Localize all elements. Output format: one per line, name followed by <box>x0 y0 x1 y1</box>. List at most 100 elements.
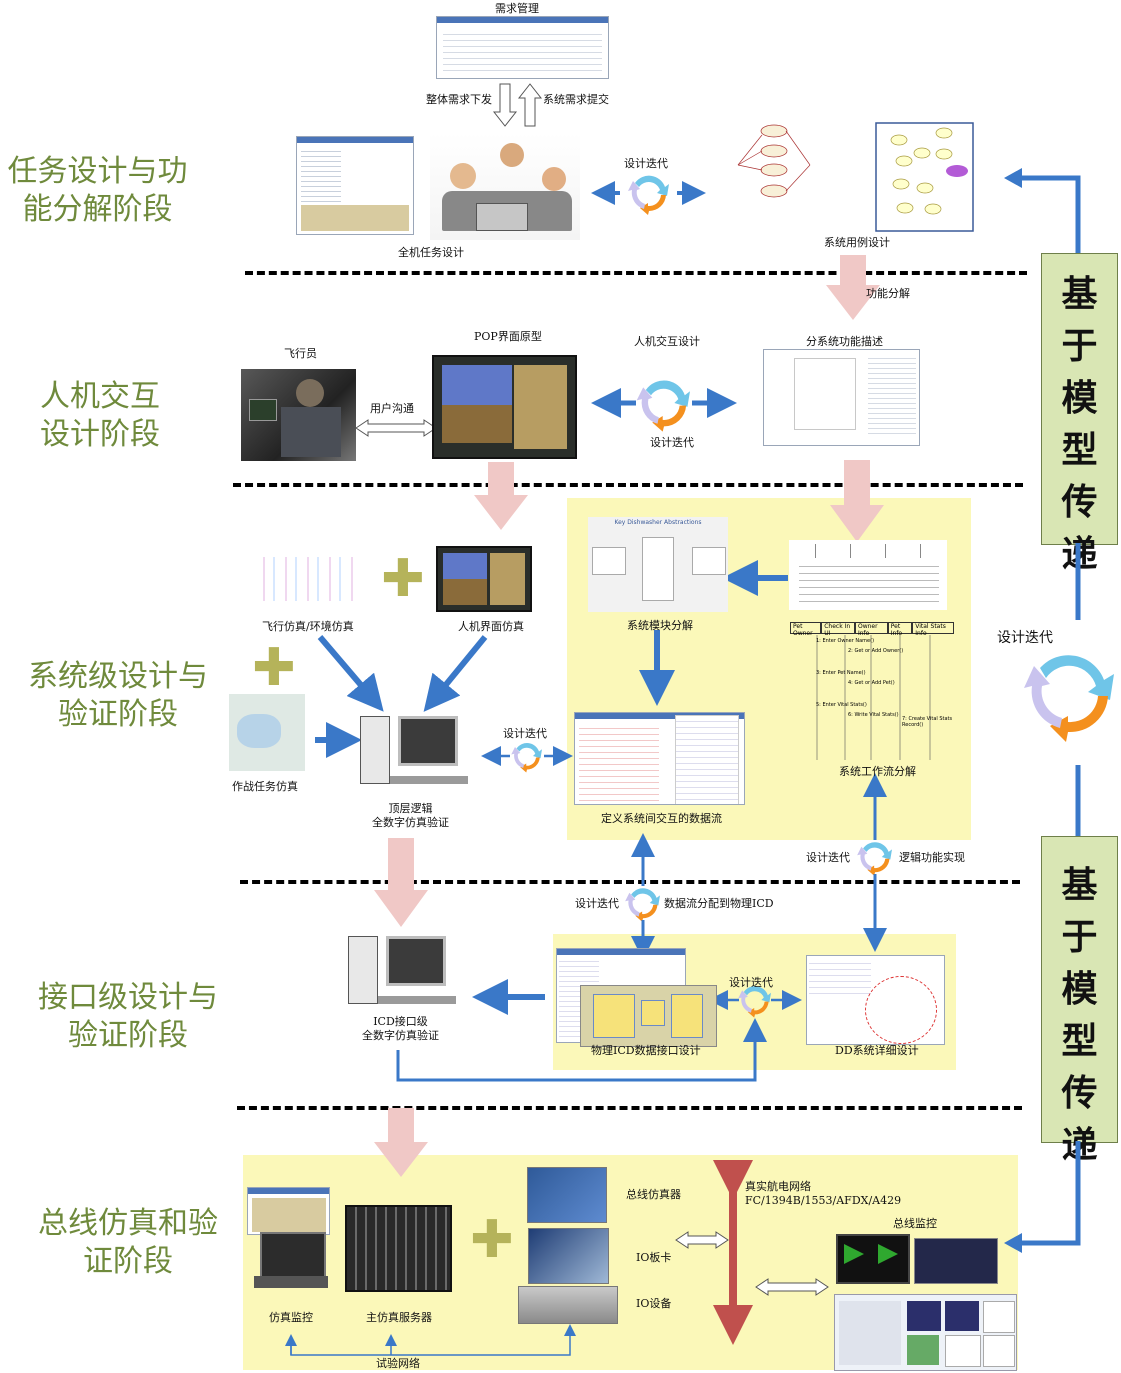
logic-impl-label: 逻辑功能实现 <box>899 851 965 864</box>
icd-verify-label: ICD接口级 全数字仿真验证 <box>362 1015 439 1042</box>
model-transfer-line <box>1016 1141 1081 1246</box>
workflow-lane: Vital Stats Info <box>912 622 954 637</box>
stage-divider <box>237 1106 1022 1110</box>
bus-monitor-screens <box>836 1232 998 1286</box>
workflow-step: 2: Get or Add Owner() <box>848 648 904 654</box>
sys-module-decomp-diagram: Key Dishwasher Abstractions <box>588 517 728 612</box>
design-iteration-cycle <box>857 842 892 876</box>
test-network-line <box>290 1324 576 1356</box>
pink-down-arrow <box>374 1108 428 1177</box>
bus-monitor-dashboard <box>834 1294 1017 1371</box>
bus-monitor-link <box>755 1278 829 1296</box>
sys-usecase-label: 系统用例设计 <box>824 236 890 249</box>
design-iter-label: 设计迭代 <box>650 436 694 449</box>
plus-icon: ✚ <box>470 1210 514 1270</box>
io-card-board <box>528 1228 609 1284</box>
workflow-sequence-lines <box>816 635 931 760</box>
workflow-step: 4: Get or Add Pet() <box>848 680 895 686</box>
sys-sequence-diagram <box>789 540 947 610</box>
io-card-link <box>675 1231 729 1249</box>
sim-monitor-screenshot <box>247 1187 330 1235</box>
workflow-step: 6: Write Vital Stats() <box>848 712 899 718</box>
pink-down-arrow <box>374 838 428 927</box>
sys-workflow-decomp-label: 系统工作流分解 <box>839 765 916 778</box>
workflow-lane: Pet Owner <box>790 622 822 637</box>
model-transfer-panel-top: 基 于 模 型 传 递 <box>1041 253 1118 575</box>
pink-down-arrow <box>474 462 528 530</box>
real-network-label: 真实航电网络 FC/1394B/1553/AFDX/A429 <box>745 1180 902 1207</box>
plus-icon: ✚ <box>381 549 425 609</box>
dd-detail-label: DD系统详细设计 <box>835 1044 919 1057</box>
design-iteration-cycle <box>636 380 690 432</box>
io-card-label: IO板卡 <box>636 1251 672 1264</box>
sim-monitor-label: 仿真监控 <box>269 1311 313 1324</box>
stage-divider <box>233 483 1023 487</box>
arrow-head <box>1004 1233 1022 1253</box>
overall-req-arrow <box>492 83 518 127</box>
stage-label-bus: 总线仿真和验 证阶段 <box>38 1206 218 1279</box>
overall-req-label: 整体需求下发 <box>426 93 492 106</box>
design-iter-label: 设计迭代 <box>575 897 619 910</box>
func-decomp-label: 功能分解 <box>866 287 910 300</box>
func-decomp-arrow <box>826 255 880 320</box>
bus-monitor-label: 总线监控 <box>893 1217 937 1230</box>
icd-workstation <box>348 936 463 1008</box>
test-network-label: 试验网络 <box>376 1357 420 1370</box>
stage-label-hmi: 人机交互 设计阶段 <box>40 379 160 452</box>
flight-env-sim-diagram <box>243 547 363 611</box>
phys-icd-label: 物理ICD数据接口设计 <box>591 1044 701 1057</box>
iteration-cycle-large <box>1024 655 1114 742</box>
icd-feedback-line <box>396 1018 767 1082</box>
design-iter-label: 设计迭代 <box>729 976 773 989</box>
workflow-step: 5: Enter Vital Stats() <box>816 702 867 708</box>
design-iter-label: 设计迭代 <box>806 851 850 864</box>
hci-design-label: 人机交互设计 <box>634 335 700 348</box>
workflow-sequence-diagram: Pet Owner Check In UI Owner Info Pet Inf… <box>790 618 954 758</box>
req-mgmt-screenshot <box>436 16 609 79</box>
hmi-sim-label: 人机界面仿真 <box>458 620 524 633</box>
dataflow-to-icd-label: 数据流分配到物理ICD <box>664 897 774 910</box>
combat-sim-label: 作战任务仿真 <box>232 780 298 793</box>
combat-sim-map <box>229 694 305 771</box>
workflow-step: 1: Enter Owner Name() <box>816 638 875 644</box>
main-server-label: 主仿真服务器 <box>366 1311 432 1324</box>
task-design-map-screenshot <box>296 136 414 235</box>
design-iter-label: 设计迭代 <box>624 157 668 170</box>
io-device-label: IO设备 <box>636 1297 672 1310</box>
design-iteration-cycle <box>628 175 669 215</box>
design-iteration-cycle <box>625 888 660 922</box>
key-abstractions-title: Key Dishwasher Abstractions <box>614 519 702 526</box>
sys-module-decomp-label: 系统模块分解 <box>627 619 693 632</box>
stage-label-system: 系统级设计与 验证阶段 <box>28 659 208 732</box>
sim-monitor-laptop <box>254 1232 328 1292</box>
stage-divider <box>240 880 1020 884</box>
hmi-sim-screen <box>436 546 532 612</box>
flow-arrow <box>317 635 384 712</box>
model-transfer-line <box>1016 175 1081 253</box>
usecase-nodes <box>890 127 953 215</box>
req-mgmt-label: 需求管理 <box>495 2 539 15</box>
pilot-photo <box>241 369 356 461</box>
dd-detail-screenshot <box>806 955 945 1045</box>
stage-divider <box>245 271 1027 275</box>
top-logic-workstation <box>360 716 470 788</box>
stage-label-task: 任务设计与功 能分解阶段 <box>7 154 188 227</box>
io-device-unit <box>518 1286 618 1324</box>
workflow-lane: Owner Info <box>854 622 888 637</box>
workflow-lane: Check In UI <box>821 622 855 637</box>
usecase-diagram <box>737 124 811 198</box>
plus-icon: ✚ <box>252 638 296 698</box>
stage-label-interface: 接口级设计与 验证阶段 <box>38 980 218 1053</box>
top-logic-label: 顶层逻辑 全数字仿真验证 <box>372 802 449 829</box>
bus-simulator-label: 总线仿真器 <box>626 1188 681 1201</box>
usecase-central-node <box>946 165 968 177</box>
pop-interface-prototype <box>432 355 577 459</box>
pink-down-arrow <box>830 460 884 542</box>
pop-proto-label: POP界面原型 <box>474 330 542 343</box>
flight-env-sim-label: 飞行仿真/环境仿真 <box>262 620 354 633</box>
dataflow-screenshot <box>574 712 745 805</box>
main-server-rack <box>345 1205 452 1292</box>
whole-task-design-label: 全机任务设计 <box>398 246 464 259</box>
workflow-step: 7: Create Vital Stats Record() <box>902 716 953 728</box>
